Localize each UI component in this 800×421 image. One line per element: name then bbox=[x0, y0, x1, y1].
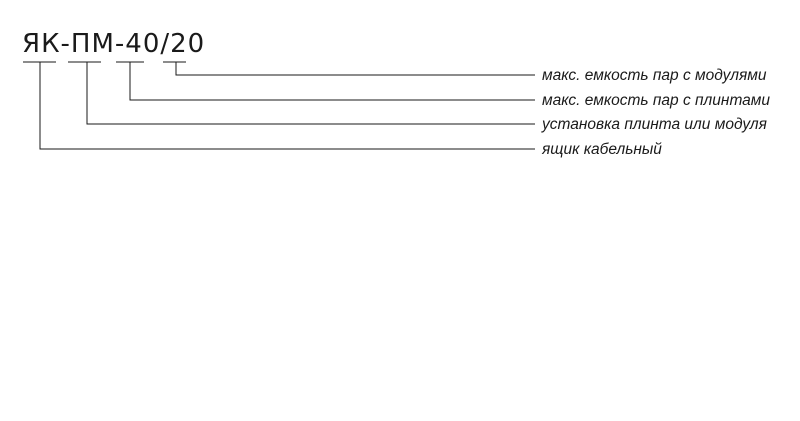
leader-line bbox=[129, 62, 535, 101]
leader-line bbox=[175, 62, 535, 76]
label-installation: установка плинта или модуля bbox=[541, 116, 767, 133]
callout-capacity-plinths: макс. емкость пар с плинтами bbox=[116, 61, 770, 109]
designation-code: ЯК-ПМ-40/20 bbox=[22, 29, 205, 59]
callout-cable-box: ящик кабельный bbox=[23, 61, 662, 158]
label-capacity-modules: макс. емкость пар с модулями bbox=[542, 67, 767, 84]
leader-line bbox=[86, 62, 535, 125]
label-capacity-plinths: макс. емкость пар с плинтами bbox=[542, 92, 770, 109]
callout-capacity-modules: макс. емкость пар с модулями bbox=[163, 61, 767, 84]
leader-line bbox=[39, 62, 535, 150]
callout-installation: установка плинта или модуля bbox=[68, 61, 767, 133]
label-cable-box: ящик кабельный bbox=[541, 141, 662, 158]
